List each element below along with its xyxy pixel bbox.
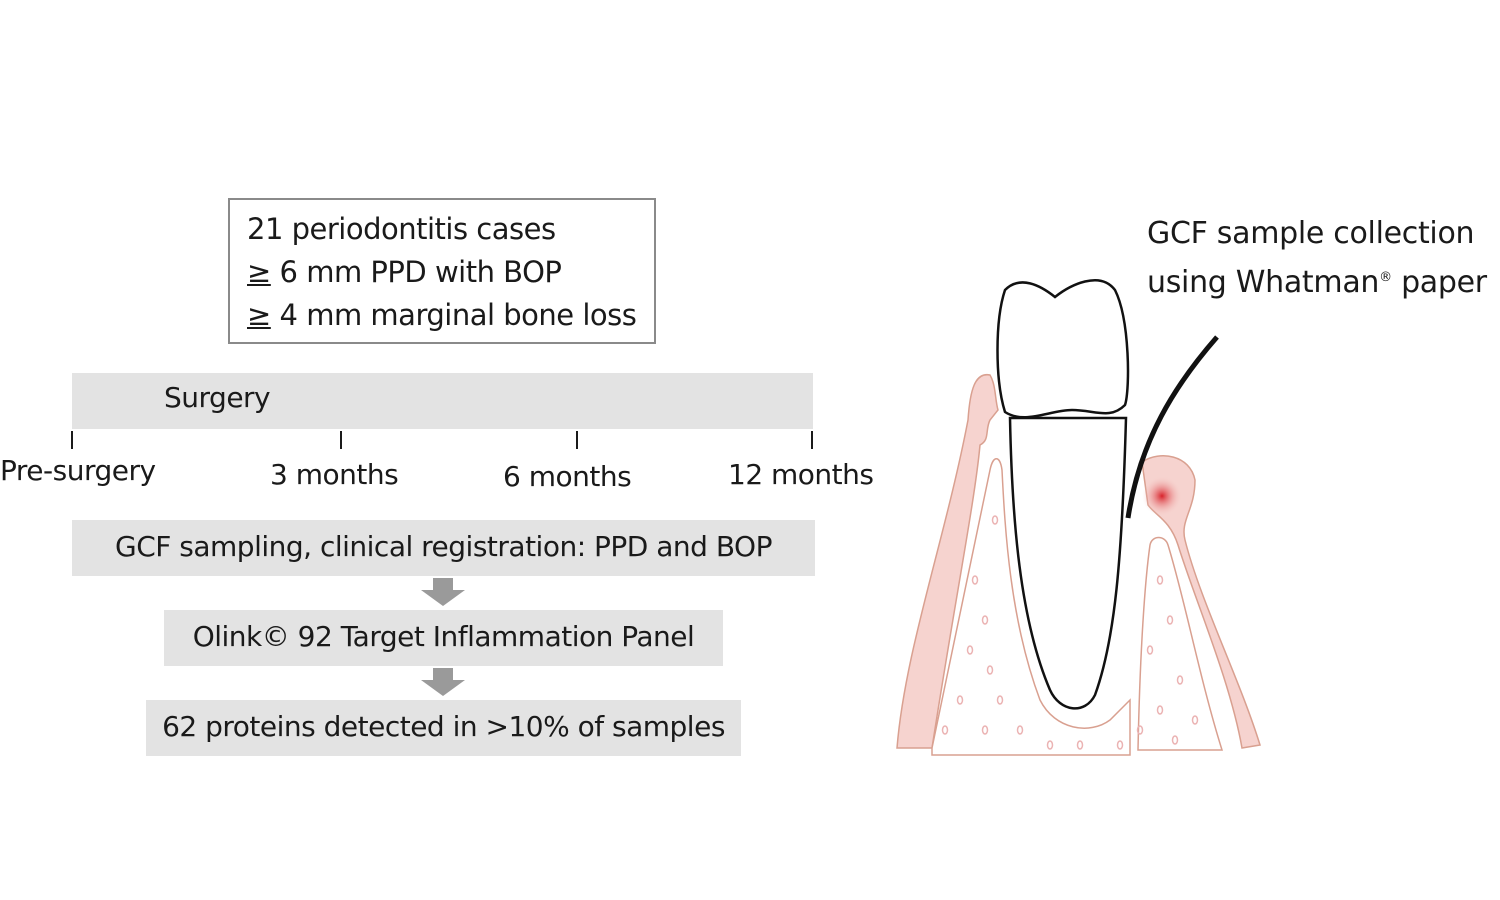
tick-label-12-months: 12 months (728, 458, 874, 491)
down-arrow-icon (421, 578, 465, 606)
ge-symbol: ≥ (247, 255, 271, 289)
ge-symbol: ≥ (247, 298, 271, 332)
registered-mark: ® (1379, 270, 1392, 285)
tooth-root (1008, 416, 1128, 710)
tick-label-3-months: 3 months (270, 458, 399, 491)
surgery-bar: Surgery (72, 373, 813, 429)
timeline-tick (811, 431, 813, 449)
left-alveolar-bone (931, 458, 1131, 756)
criteria-ppd: ≥ 6 mm PPD with BOP (247, 251, 654, 294)
left-gingiva (896, 374, 999, 749)
whatman-paper-strip (1125, 335, 1219, 519)
step-olink-panel: Olink© 92 Target Inflammation Panel (164, 610, 723, 666)
timeline-tick (340, 431, 342, 449)
bone-marrow-dots (941, 515, 1199, 750)
gcf-collection-label: GCF sample collection using Whatman® pap… (1147, 212, 1487, 305)
timeline-tick (576, 431, 578, 449)
inflammation-spot (1142, 476, 1182, 516)
down-arrow-icon (421, 668, 465, 696)
tick-label-pre-surgery: Pre-surgery (0, 454, 156, 487)
criteria-bone-text: 4 mm marginal bone loss (279, 298, 637, 332)
criteria-ppd-text: 6 mm PPD with BOP (279, 255, 562, 289)
label-line-2: using Whatman® paper (1147, 256, 1487, 305)
timeline-tick (71, 431, 73, 449)
tooth-crown (996, 279, 1130, 419)
step-proteins-detected: 62 proteins detected in >10% of samples (146, 700, 741, 756)
tick-label-6-months: 6 months (503, 460, 632, 493)
criteria-bone-loss: ≥ 4 mm marginal bone loss (247, 294, 654, 337)
right-gingiva (1141, 455, 1261, 749)
label-text: using Whatman (1147, 265, 1380, 300)
label-line-1: GCF sample collection (1147, 216, 1475, 251)
label-text: paper (1391, 265, 1487, 300)
inclusion-criteria-box: 21 periodontitis cases ≥ 6 mm PPD with B… (228, 198, 656, 344)
right-alveolar-bone (1137, 536, 1224, 751)
criteria-cases: 21 periodontitis cases (247, 212, 556, 246)
step-gcf-sampling: GCF sampling, clinical registration: PPD… (72, 520, 815, 576)
